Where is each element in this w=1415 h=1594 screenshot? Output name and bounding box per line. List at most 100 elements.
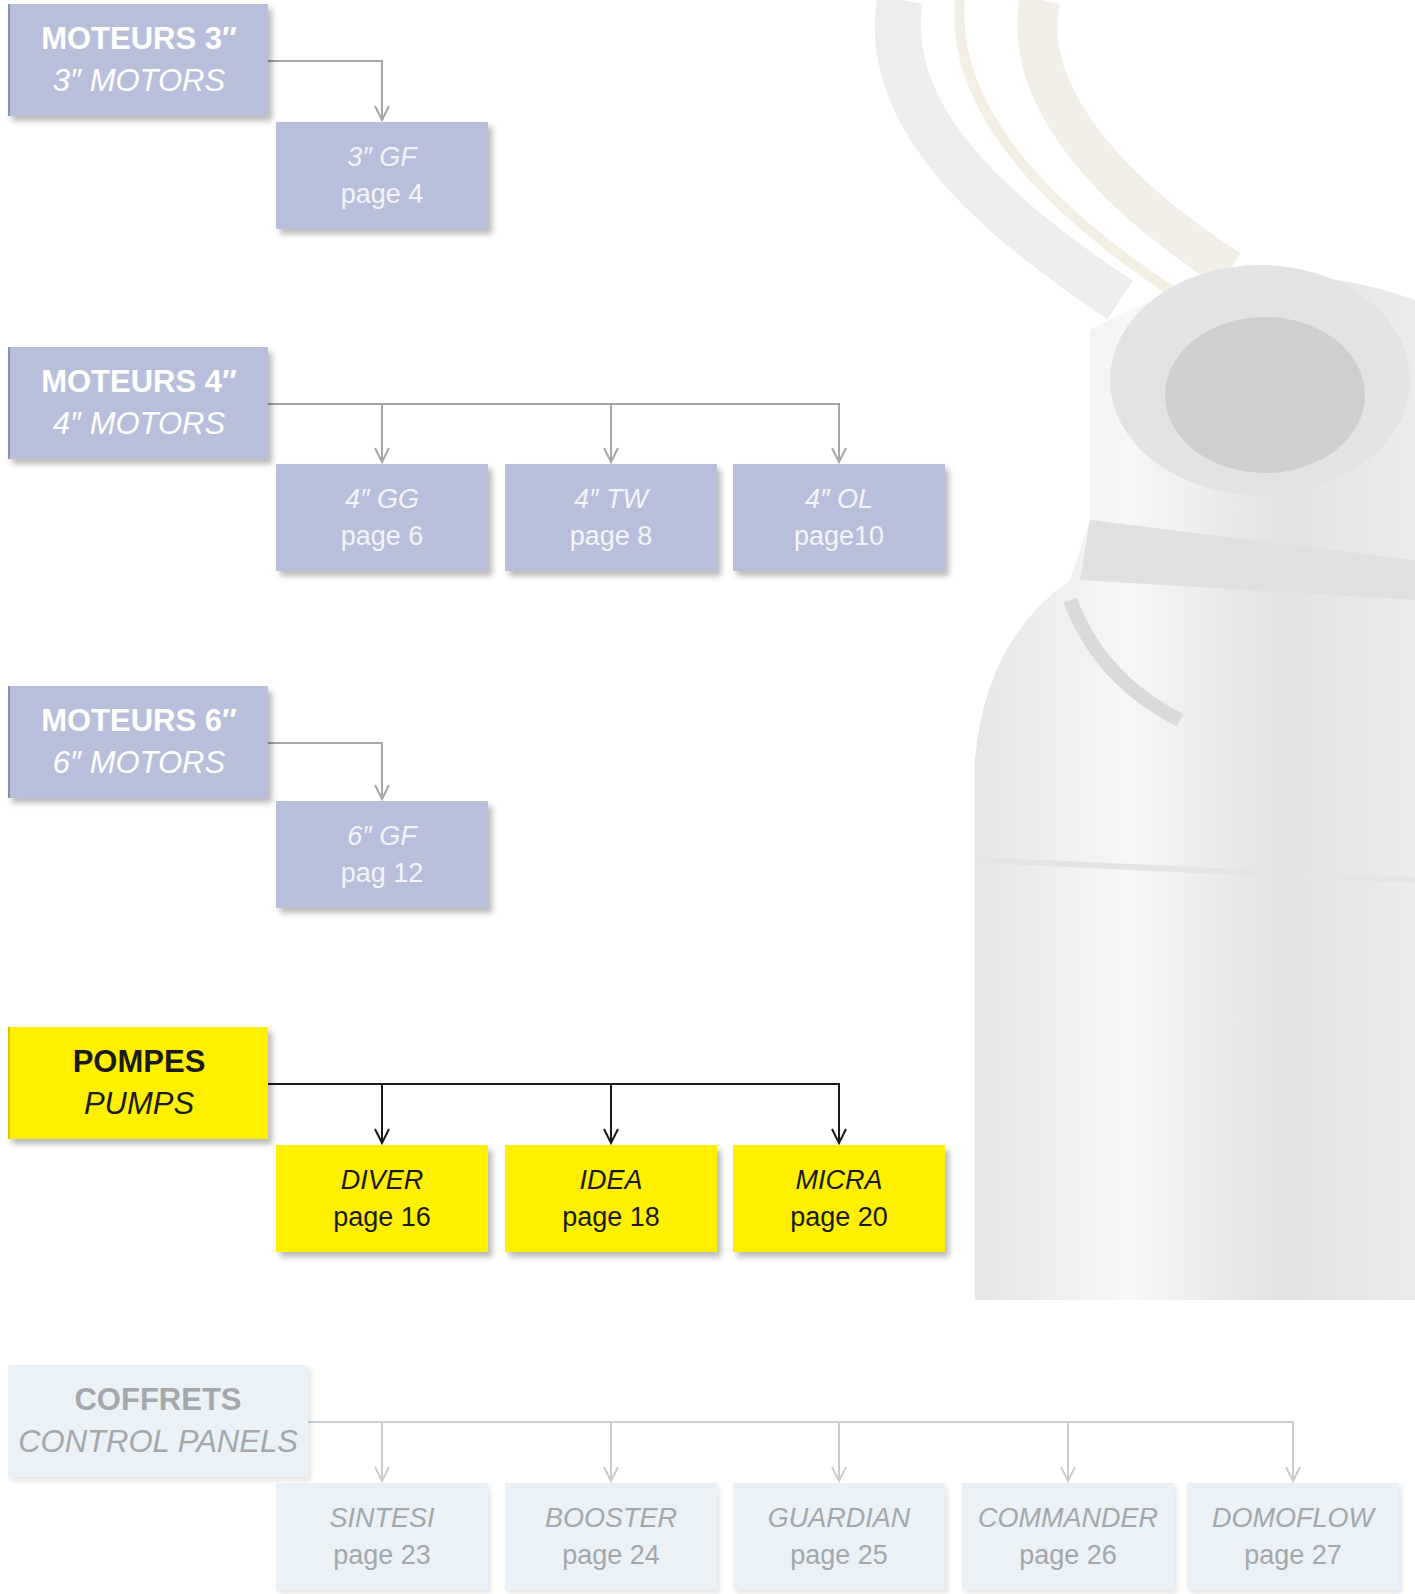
- box-subtitle: page 20: [790, 1199, 888, 1235]
- connector-arrow: [308, 1422, 1075, 1481]
- arrow-head: [604, 1129, 618, 1143]
- box-title: 6″ GF: [347, 818, 417, 854]
- product-box: IDEApage 18: [505, 1145, 717, 1252]
- box-subtitle: page 23: [333, 1537, 431, 1573]
- box-title: IDEA: [579, 1162, 642, 1198]
- category-box: MOTEURS 3″3″ MOTORS: [8, 4, 268, 116]
- category-box: POMPESPUMPS: [8, 1027, 268, 1139]
- box-subtitle: pag 12: [341, 855, 424, 891]
- arrow-head: [375, 1129, 389, 1143]
- connector-arrow: [268, 1084, 846, 1143]
- connector-line: [268, 1084, 611, 1143]
- product-box: 4″ OLpage10: [733, 464, 945, 571]
- pump-thread: [975, 860, 1415, 880]
- arrow-head: [375, 785, 389, 799]
- connector-line: [308, 1422, 839, 1481]
- connector-arrow: [268, 404, 846, 462]
- box-subtitle: 3″ MOTORS: [53, 60, 225, 102]
- connector-line: [308, 1422, 1068, 1481]
- box-title: MICRA: [796, 1162, 883, 1198]
- box-title: POMPES: [73, 1041, 206, 1083]
- connector-arrow: [268, 743, 389, 799]
- connector-arrow: [268, 1084, 389, 1143]
- box-title: DIVER: [341, 1162, 424, 1198]
- box-title: 4″ OL: [805, 481, 873, 517]
- connector-arrow: [268, 61, 389, 120]
- product-box: 3″ GFpage 4: [276, 122, 488, 229]
- arrow-head: [1286, 1467, 1300, 1481]
- pump-outlet-hole: [1165, 317, 1365, 473]
- connector-line: [308, 1422, 1293, 1481]
- arrow-head: [832, 1467, 846, 1481]
- product-box: BOOSTERpage 24: [505, 1483, 717, 1590]
- box-title: COFFRETS: [74, 1379, 241, 1421]
- pump-outlet: [1110, 265, 1410, 495]
- box-title: MOTEURS 6″: [41, 700, 237, 742]
- product-box: 6″ GFpag 12: [276, 801, 488, 908]
- connector-arrow: [308, 1422, 846, 1481]
- connector-arrow: [308, 1422, 389, 1481]
- box-subtitle: page 18: [562, 1199, 660, 1235]
- box-title: 3″ GF: [347, 139, 417, 175]
- box-subtitle: 4″ MOTORS: [53, 403, 225, 445]
- connector-line: [268, 743, 382, 799]
- connector-line: [268, 1084, 839, 1143]
- product-box: 4″ GGpage 6: [276, 464, 488, 571]
- box-title: 4″ TW: [574, 481, 648, 517]
- arrow-head: [375, 448, 389, 462]
- arrow-head: [375, 106, 389, 120]
- box-title: 4″ GG: [345, 481, 419, 517]
- category-box: MOTEURS 4″4″ MOTORS: [8, 347, 268, 459]
- connector-arrow: [308, 1422, 1300, 1481]
- box-subtitle: PUMPS: [84, 1083, 194, 1125]
- connector-line: [268, 404, 382, 462]
- box-title: MOTEURS 3″: [41, 18, 237, 60]
- connector-arrow: [268, 404, 618, 462]
- connector-arrow: [308, 1422, 618, 1481]
- box-subtitle: page 16: [333, 1199, 431, 1235]
- pump-body: [975, 276, 1415, 1300]
- arrow-head: [604, 448, 618, 462]
- arrow-head: [832, 1129, 846, 1143]
- arrow-head: [1061, 1467, 1075, 1481]
- connector-arrow: [268, 404, 389, 462]
- box-title: DOMOFLOW: [1212, 1500, 1374, 1536]
- connector-line: [308, 1422, 382, 1481]
- product-box: SINTESIpage 23: [276, 1483, 488, 1590]
- box-subtitle: page 8: [570, 518, 653, 554]
- box-title: BOOSTER: [545, 1500, 677, 1536]
- connector-line: [268, 1084, 382, 1143]
- connector-line: [268, 404, 839, 462]
- cable: [1037, 0, 1230, 270]
- product-box: DOMOFLOWpage 27: [1187, 1483, 1399, 1590]
- connector-line: [268, 404, 611, 462]
- connector-arrow: [268, 1084, 618, 1143]
- product-box: MICRApage 20: [733, 1145, 945, 1252]
- box-subtitle: page 4: [341, 176, 424, 212]
- arrow-head: [832, 448, 846, 462]
- product-box: COMMANDERpage 26: [962, 1483, 1174, 1590]
- box-subtitle: page10: [794, 518, 884, 554]
- product-box: GUARDIANpage 25: [733, 1483, 945, 1590]
- arrow-head: [375, 1467, 389, 1481]
- box-title: SINTESI: [329, 1500, 434, 1536]
- box-subtitle: CONTROL PANELS: [18, 1421, 298, 1463]
- category-box: COFFRETSCONTROL PANELS: [8, 1365, 308, 1477]
- box-title: GUARDIAN: [768, 1500, 911, 1536]
- box-subtitle: page 27: [1244, 1537, 1342, 1573]
- box-subtitle: page 6: [341, 518, 424, 554]
- box-subtitle: page 25: [790, 1537, 888, 1573]
- product-box: 4″ TWpage 8: [505, 464, 717, 571]
- arrow-head: [604, 1467, 618, 1481]
- product-box: DIVERpage 16: [276, 1145, 488, 1252]
- box-title: COMMANDER: [978, 1500, 1158, 1536]
- pump-slot: [1070, 600, 1180, 720]
- pump-nut: [1080, 520, 1415, 600]
- category-box: MOTEURS 6″6″ MOTORS: [8, 686, 268, 798]
- connector-line: [308, 1422, 611, 1481]
- box-subtitle: page 26: [1019, 1537, 1117, 1573]
- box-title: MOTEURS 4″: [41, 361, 237, 403]
- cable-strand: [959, 0, 1170, 290]
- box-subtitle: page 24: [562, 1537, 660, 1573]
